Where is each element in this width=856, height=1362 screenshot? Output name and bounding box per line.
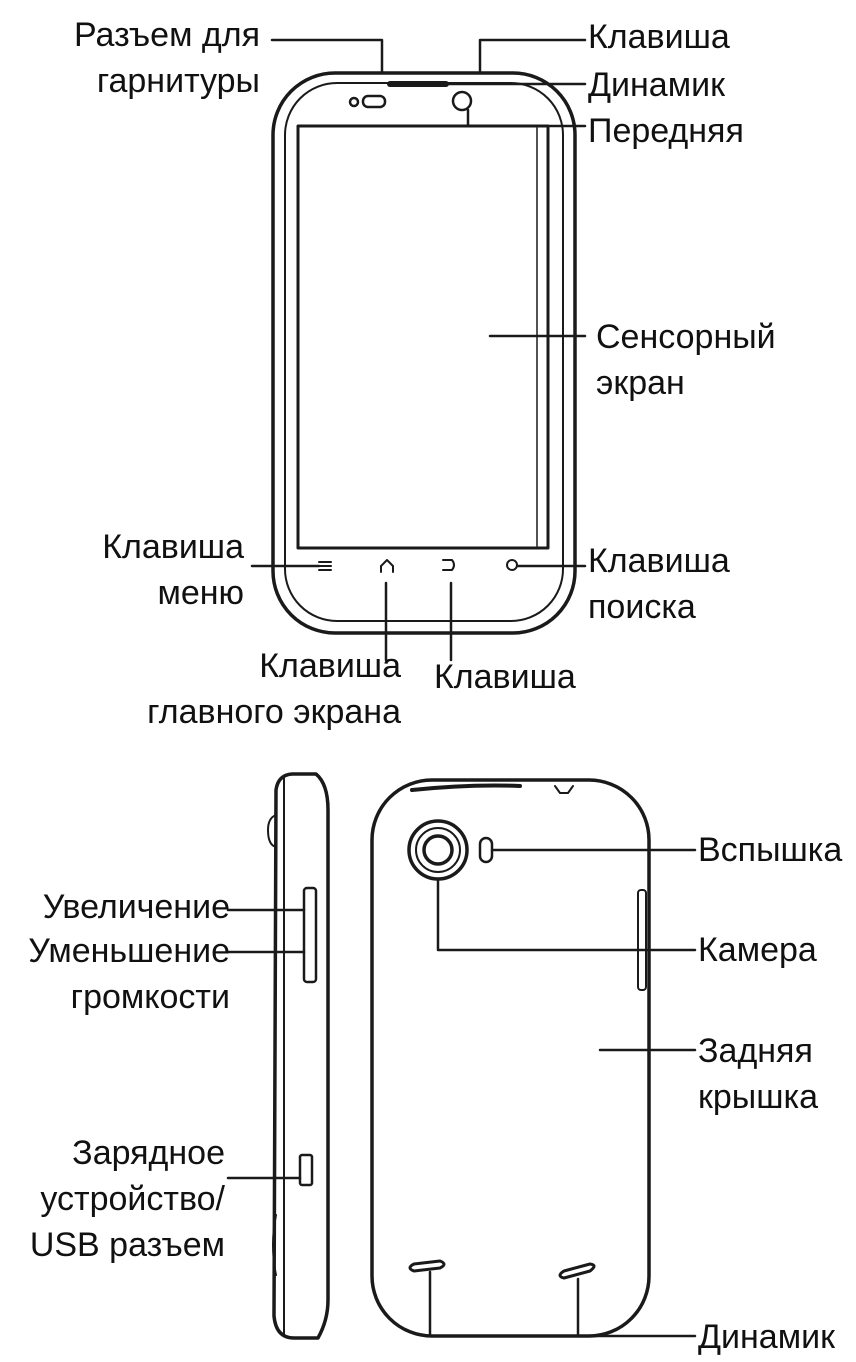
label-charger-usb-line1: Зарядное <box>72 1134 225 1172</box>
front-top-features <box>348 81 473 112</box>
label-charger-usb-line3: USB разъем <box>29 1226 225 1264</box>
label-search-key-line1: Клавиша <box>588 542 730 580</box>
label-volume-down-line2: громкости <box>70 978 230 1016</box>
label-back-speaker: Динамик <box>698 1318 835 1356</box>
label-top-key: Клавиша <box>588 18 730 56</box>
label-back-cover-line1: Задняя <box>698 1032 813 1070</box>
label-search-key-line2: поиска <box>588 588 696 626</box>
back-speakers <box>408 1259 596 1280</box>
label-home-key-line2: главного экрана <box>147 693 401 731</box>
front-nav-keys <box>318 559 518 573</box>
label-back-cover-line2: крышка <box>698 1078 819 1116</box>
label-charger-usb-line2: устройство/ <box>40 1180 225 1218</box>
label-touchscreen-line2: экран <box>596 364 685 402</box>
front-phone-outline <box>271 71 577 635</box>
label-headset-jack-line2: гарнитуры <box>96 62 260 100</box>
label-back-key: Клавиша <box>434 658 576 696</box>
label-headset-jack-line1: Разъем для <box>74 16 260 54</box>
label-back-cover: Задняя крышка <box>698 1028 818 1120</box>
label-headset-jack: Разъем для гарнитуры <box>74 12 260 104</box>
label-volume-down-line1: Уменьшение <box>28 932 230 970</box>
label-charger-usb: Зарядное устройство/ USB разъем <box>30 1130 225 1268</box>
label-menu-key-line2: меню <box>157 574 244 612</box>
label-touchscreen-line1: Сенсорный <box>596 318 776 356</box>
label-home-key-line1: Клавиша <box>259 647 401 685</box>
front-leader-lines <box>250 38 587 662</box>
label-home-key: Клавиша главного экрана <box>147 643 401 735</box>
label-flash: Вспышка <box>698 831 843 869</box>
back-camera-flash <box>407 819 494 881</box>
label-menu-key: Клавиша меню <box>102 524 244 616</box>
label-search-key: Клавиша поиска <box>588 538 730 630</box>
side-phone-outline <box>267 772 330 1340</box>
label-volume-down: Уменьшение громкости <box>28 928 230 1020</box>
label-rear-camera: Камера <box>698 931 817 969</box>
label-volume-up: Увеличение <box>42 888 230 926</box>
label-touchscreen: Сенсорный экран <box>596 314 776 406</box>
label-front-speaker: Динамик <box>588 66 725 104</box>
back-leader-lines <box>428 848 697 1338</box>
label-menu-key-line1: Клавиша <box>102 528 244 566</box>
label-front-camera: Передняя <box>588 112 744 150</box>
side-leader-lines <box>226 908 306 1180</box>
